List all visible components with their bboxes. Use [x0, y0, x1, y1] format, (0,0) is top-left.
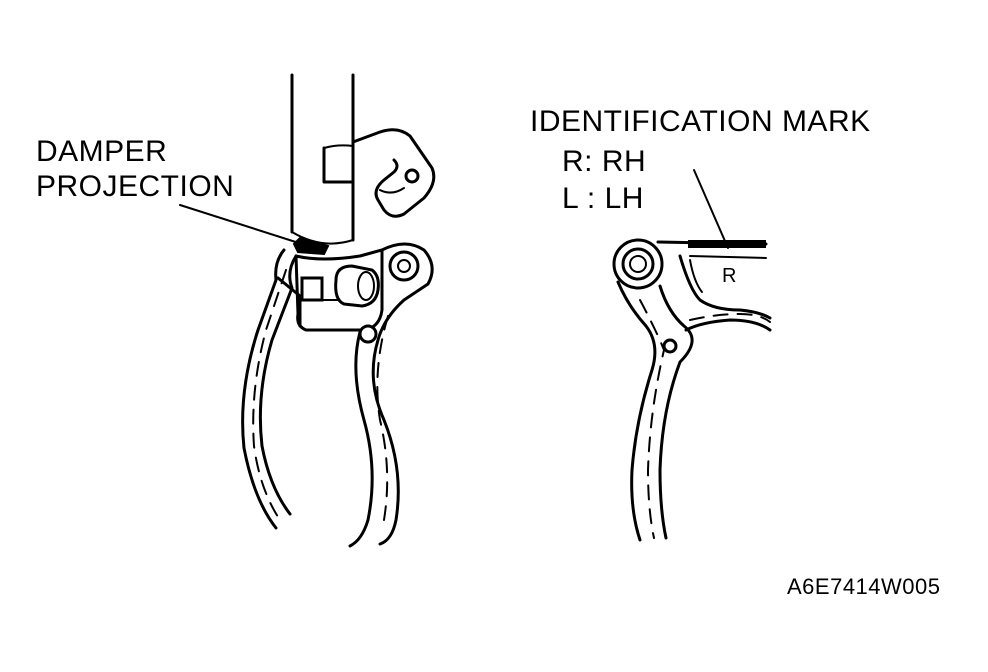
strut-bracket-plate: [322, 128, 436, 218]
damper-projection-part: [292, 236, 330, 256]
arm-outer-right: [371, 242, 434, 546]
arm-web-upper: [678, 254, 772, 320]
identification-mark-label: IDENTIFICATION MARK: [530, 105, 871, 138]
arm-web-lower: [684, 318, 772, 332]
arm-right-view-centerline: [639, 299, 666, 539]
arm-top-inner-edge: [689, 255, 767, 259]
arm-right-view-inner: [658, 284, 694, 540]
clamp-bolt-face: [357, 271, 375, 301]
strut-tube-bottom: [291, 231, 354, 245]
identification-mark-leader-line: [693, 169, 729, 249]
lower-arm-right-view: [612, 238, 772, 542]
arm-right-view-outer: [616, 280, 657, 542]
clamp-block-left: [300, 276, 324, 302]
arm-inner-right: [348, 330, 374, 548]
stamp-letter-r: R: [722, 265, 737, 287]
lower-arm-left-view: [241, 242, 434, 548]
damper-label-line1: DAMPER: [36, 135, 168, 168]
arm-bushing-middle: [621, 247, 655, 281]
clamp-lower-bolt: [358, 324, 378, 344]
figure-code: A6E7414W005: [787, 574, 941, 599]
arm-inner-left: [258, 254, 298, 516]
damper-label-line2: PROJECTION: [36, 170, 235, 203]
arm-right-centerline: [376, 315, 389, 521]
right-hand-legend: R: RH: [562, 145, 647, 178]
arm-left-centerline: [252, 269, 287, 521]
arm-right-view-hole: [662, 338, 678, 354]
left-hand-legend: L : LH: [562, 182, 644, 215]
arm-pivot-hole: [397, 259, 411, 273]
projection-hatch-lines: [297, 241, 323, 254]
arm-pivot-eye: [388, 250, 420, 282]
damper-projection-leader-line: [179, 204, 303, 245]
arm-bushing-inner: [629, 255, 647, 273]
arm-web-rib: [689, 259, 703, 293]
arm-outer-left: [241, 248, 286, 530]
bracket-notch: [379, 187, 405, 194]
bracket-hole: [404, 168, 420, 184]
arm-bushing-outer: [612, 238, 664, 290]
arm-web-centerline: [689, 312, 771, 323]
clamp-left-flange: [276, 276, 302, 328]
bracket-top-edge: [323, 144, 354, 149]
strut-shock-absorber: [290, 73, 436, 245]
